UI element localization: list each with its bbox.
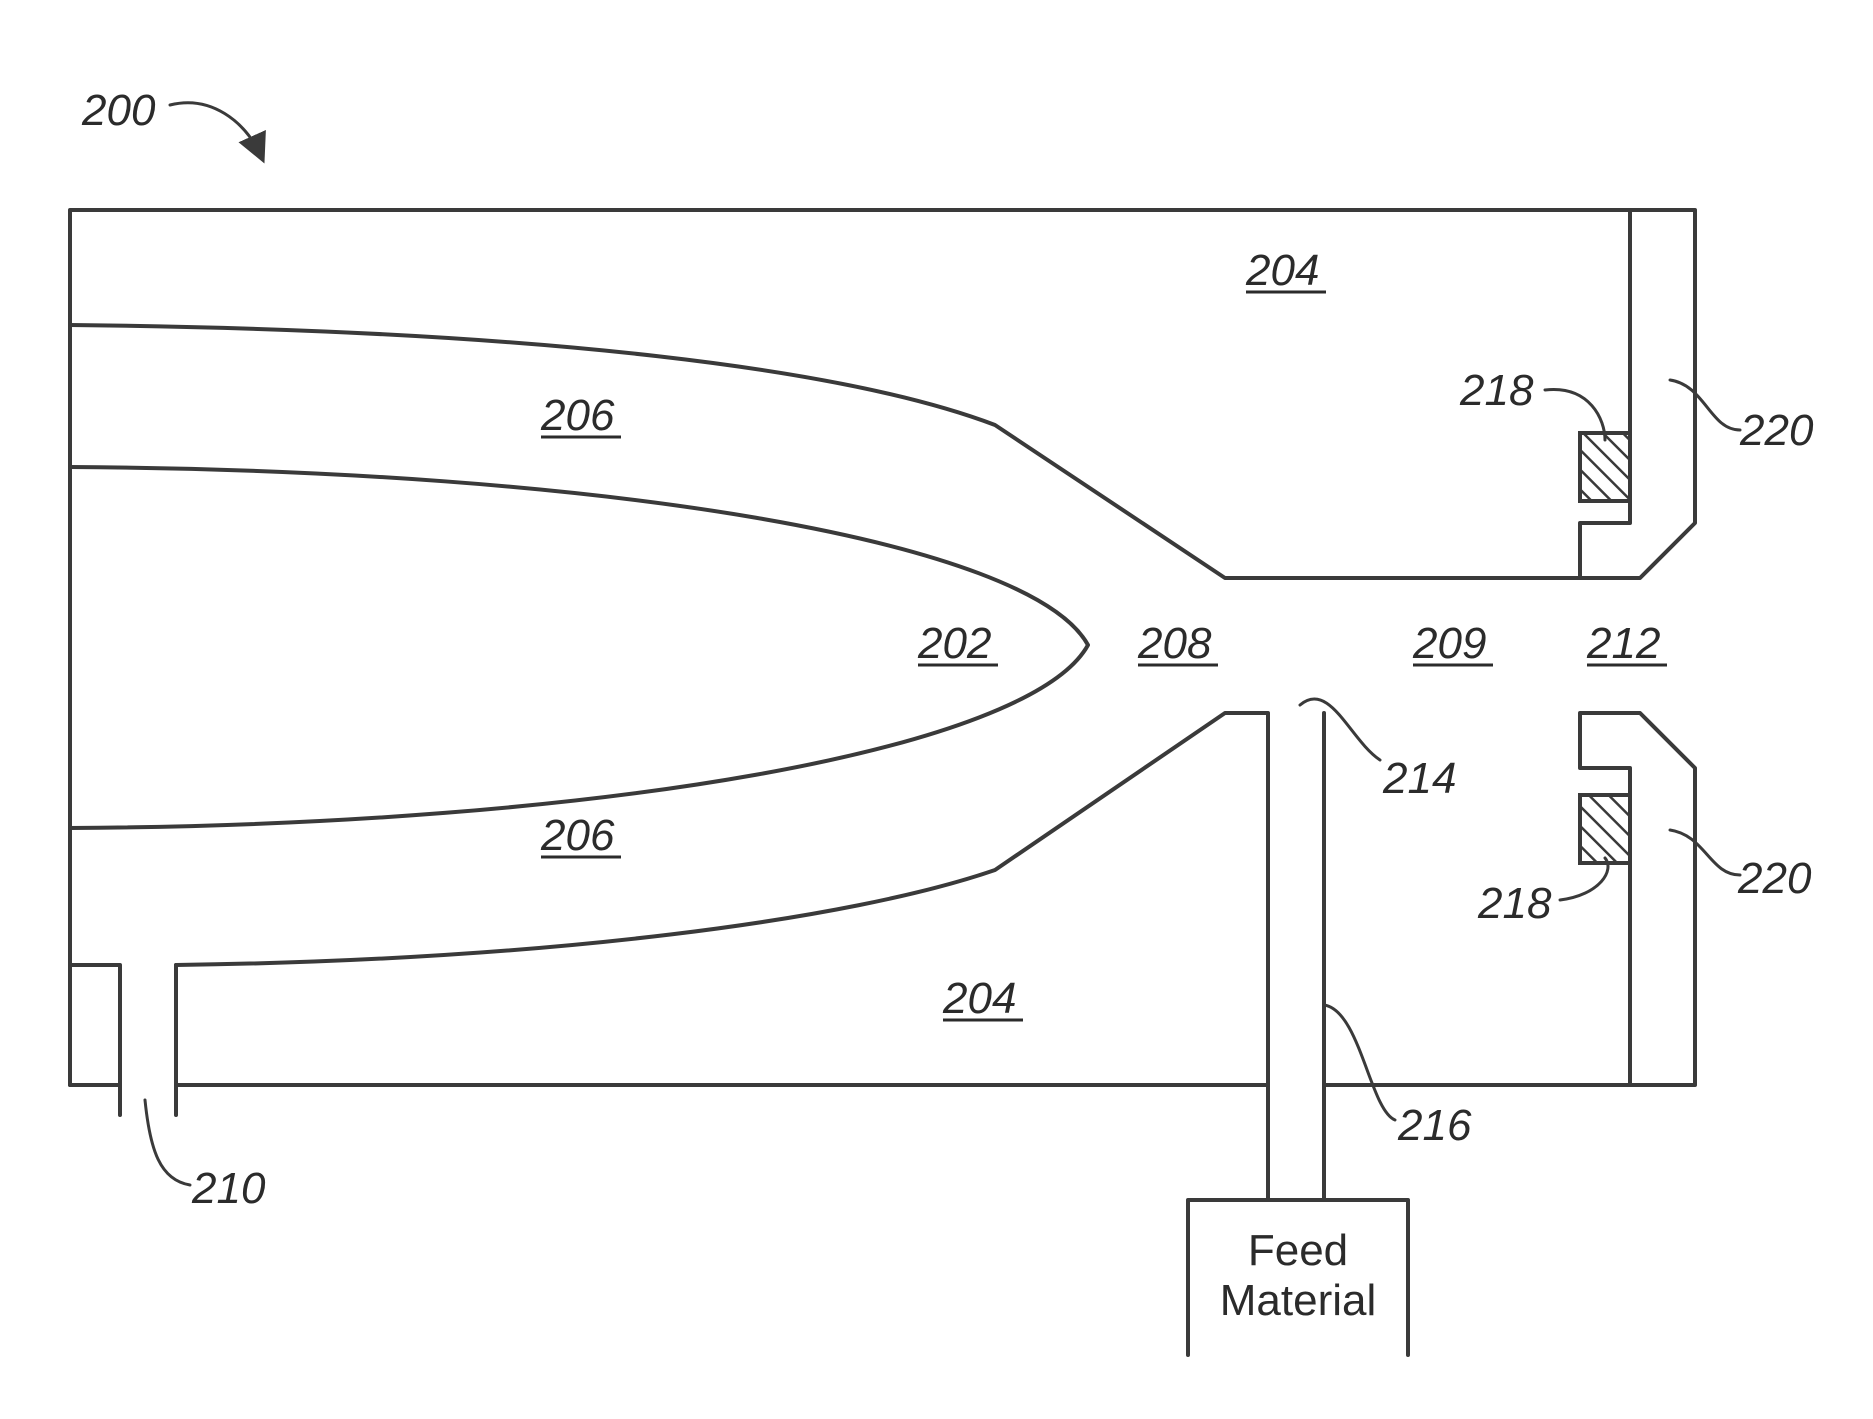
port-210-walls (70, 965, 176, 1115)
label-214: 214 (1382, 754, 1456, 803)
label-210: 210 (191, 1164, 266, 1213)
label-209: 209 (1412, 619, 1486, 668)
label-218-bottom: 218 (1477, 879, 1552, 928)
leader-214 (1300, 699, 1380, 760)
figure-ref-arrow (170, 103, 262, 158)
leader-216 (1324, 1005, 1395, 1120)
leader-220-bottom (1670, 830, 1740, 875)
leader-210 (145, 1100, 190, 1185)
feed-box-line1: Feed (1248, 1226, 1348, 1275)
injection-channel-216 (1268, 713, 1324, 1200)
figure-ref-label: 200 (81, 86, 156, 135)
leader-220-top (1670, 380, 1740, 430)
label-220-top: 220 (1739, 406, 1814, 455)
label-206-bottom: 206 (540, 811, 615, 860)
passage-206-lower (176, 713, 1268, 1085)
label-204-bottom: 204 (942, 974, 1016, 1023)
label-206-top: 206 (540, 391, 615, 440)
label-216: 216 (1397, 1101, 1472, 1150)
label-204-top: 204 (1245, 246, 1319, 295)
label-212: 212 (1586, 619, 1660, 668)
passage-206-upper (70, 325, 1630, 578)
label-220-bottom: 220 (1737, 854, 1812, 903)
feed-box-line2: Material (1220, 1276, 1377, 1325)
label-202: 202 (917, 619, 991, 668)
label-218-top: 218 (1459, 366, 1534, 415)
label-208: 208 (1137, 619, 1212, 668)
seal-218-upper (1580, 433, 1630, 501)
seal-218-lower (1580, 795, 1630, 863)
